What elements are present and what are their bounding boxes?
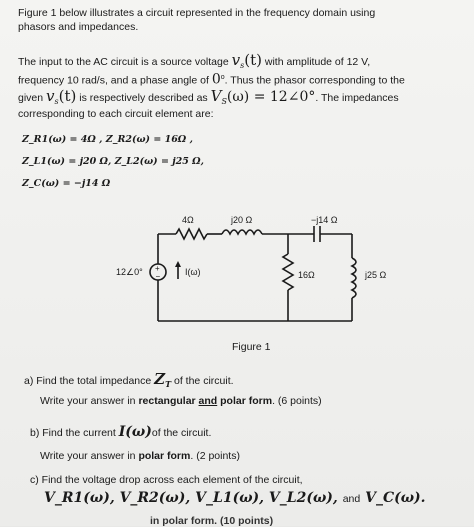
impedance-capacitor: Z_C(ω) = −j14 Ω: [22, 178, 111, 189]
intro-line-2: phasors and impedances.: [18, 21, 139, 33]
current-symbol: I(ω): [118, 424, 152, 440]
phasor-subscript: S: [221, 97, 227, 107]
question-b: b) Find the current I(ω)of the circuit.: [30, 424, 211, 440]
qa2-polar: polar form: [220, 395, 273, 407]
question-a-prefix: a) Find the total impedance: [24, 375, 152, 387]
para-l2-tail: . Thus the phasor corresponding to the: [224, 74, 405, 87]
zt-subscript: T: [165, 379, 172, 390]
impedance-inductors: Z_L1(ω) = j20 Ω, Z_L2(ω) = j25 Ω,: [22, 156, 204, 167]
qb2-suffix: . (2 points): [190, 450, 240, 462]
impedance-resistors: Z_R1(ω) = 4Ω , Z_R2(ω) = 16Ω ,: [22, 134, 193, 145]
vs-subscript-2: s: [54, 97, 59, 107]
para-line-3: given vs(t) is respectively described as…: [18, 89, 399, 109]
qb2-polar: polar form: [138, 450, 191, 462]
label-l2: j25 Ω: [365, 270, 387, 280]
vs-arg-2: (t): [58, 87, 77, 105]
label-l1: j20 Ω: [231, 215, 253, 225]
figure-caption: Figure 1: [232, 341, 271, 353]
question-b-format: Write your answer in polar form. (2 poin…: [40, 450, 240, 462]
question-b-prefix: b) Find the current: [30, 427, 116, 439]
qa2-prefix: Write your answer in: [40, 395, 136, 407]
para-line-4: corresponding to each circuit element ar…: [18, 108, 214, 120]
label-r2: 16Ω: [298, 270, 315, 280]
resistor-r1: [175, 227, 208, 241]
qb2-prefix: Write your answer in: [40, 450, 136, 462]
label-source: 12∠0°: [116, 267, 143, 277]
vc-variable: V_C(ω).: [365, 490, 426, 506]
label-c: −j14 Ω: [311, 215, 338, 225]
inductor-l2: [350, 257, 357, 299]
source-minus: −: [156, 272, 161, 281]
zt-symbol: Z: [154, 370, 166, 388]
voltage-variables: V_R1(ω), V_R2(ω), V_L1(ω), V_L2(ω),: [44, 490, 338, 506]
intro-line-1: Figure 1 below illustrates a circuit rep…: [18, 7, 376, 19]
and-word: and: [342, 493, 361, 505]
para-l1-tail: with amplitude of 12 V,: [264, 56, 371, 68]
question-c: c) Find the voltage drop across each ele…: [30, 474, 303, 486]
qa2-rectangular: rectangular: [138, 395, 196, 407]
inductor-l1: [221, 229, 263, 236]
source-plus: +: [155, 264, 160, 273]
question-b-suffix: of the circuit.: [151, 427, 212, 439]
current-arrow-head: [175, 261, 181, 267]
label-r1: 4Ω: [182, 215, 194, 225]
vs-symbol: v: [231, 51, 241, 69]
resistor-r2: [281, 253, 295, 291]
para-l3-given: given: [18, 92, 44, 104]
question-a-suffix: of the circuit.: [174, 375, 234, 387]
label-current: I(ω): [185, 267, 201, 277]
para-l2-text: frequency 10 rad/s, and a phase angle of: [18, 74, 209, 87]
question-a: a) Find the total impedance ZT of the ci…: [24, 370, 234, 389]
question-c-bottom: in polar form. (10 points): [150, 515, 274, 527]
para-line-2: frequency 10 rad/s, and a phase angle of…: [18, 71, 405, 88]
para-line-1: The input to the AC circuit is a source …: [18, 53, 370, 73]
para-l3-text: is respectively described as: [79, 92, 208, 104]
vs-arg: (t): [244, 51, 262, 69]
vs-symbol-2: v: [46, 87, 55, 105]
question-a-format: Write your answer in rectangular and pol…: [40, 395, 322, 407]
phasor-symbol: V: [210, 87, 222, 105]
phase-angle: 0: [211, 71, 221, 88]
para-l1-text: The input to the AC circuit is a source …: [18, 56, 229, 68]
qa2-suffix: . (6 points): [272, 395, 322, 407]
vs-subscript: s: [240, 61, 245, 71]
question-c-variables: V_R1(ω), V_R2(ω), V_L1(ω), V_L2(ω), and …: [44, 490, 426, 506]
phasor-value: (ω) = 12∠0°: [226, 89, 316, 105]
para-l3-tail: . The impedances: [315, 92, 399, 104]
qa2-and: and: [198, 395, 218, 407]
